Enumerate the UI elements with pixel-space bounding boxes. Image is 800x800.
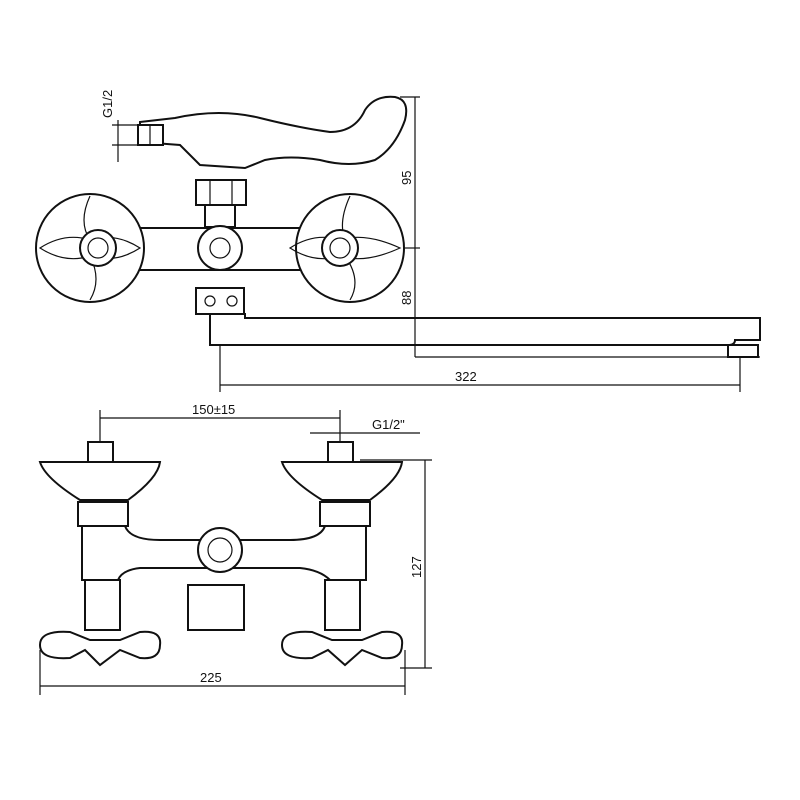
dim-inlet-front: G1/2" bbox=[372, 417, 405, 432]
right-dish-handle bbox=[280, 461, 404, 501]
left-cross-handle bbox=[35, 193, 145, 303]
right-lever-handle bbox=[280, 630, 404, 667]
left-dish-handle bbox=[38, 461, 162, 501]
dim-height-front: 127 bbox=[409, 556, 424, 578]
diverter-box bbox=[187, 584, 245, 631]
front-view: 150±15 G1/2" 127 225 bbox=[38, 402, 432, 695]
lever-handle bbox=[139, 95, 408, 170]
dim-inlet-top: G1/2 bbox=[100, 90, 115, 118]
left-lever-handle bbox=[38, 630, 162, 667]
spout bbox=[209, 313, 761, 346]
dim-height-lower: 88 bbox=[399, 291, 414, 305]
dim-height-upper: 95 bbox=[399, 171, 414, 185]
right-cross-handle bbox=[288, 193, 405, 303]
side-view: G1/2 95 88 322 bbox=[35, 90, 761, 392]
center-body bbox=[197, 225, 243, 271]
dimension-lines-side bbox=[112, 96, 760, 392]
dim-width-front: 225 bbox=[200, 670, 222, 685]
upper-nut bbox=[195, 179, 247, 206]
dim-centers: 150±15 bbox=[192, 402, 235, 417]
dim-spout-length: 322 bbox=[455, 369, 477, 384]
